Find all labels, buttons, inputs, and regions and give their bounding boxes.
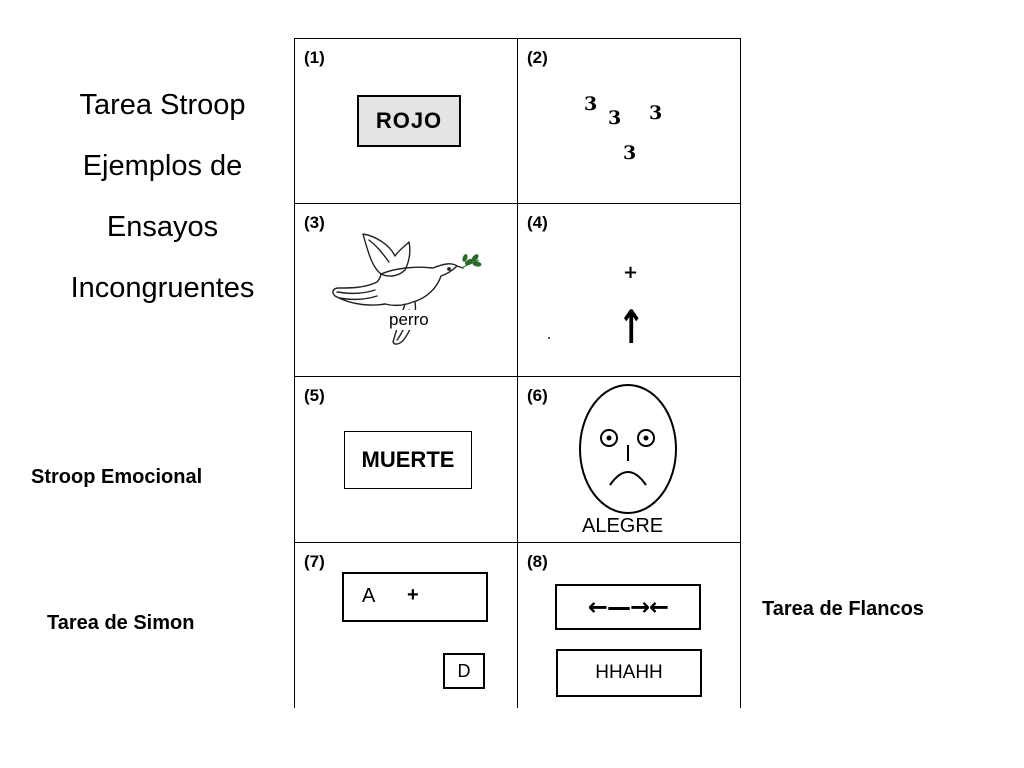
title-line-4: Incongruentes bbox=[70, 272, 255, 304]
cell-4: (4) + ↑ bbox=[518, 204, 740, 376]
cell-number: (8) bbox=[527, 552, 548, 571]
cell-number: (5) bbox=[304, 386, 325, 405]
flanker-arrows-box: ←—→← bbox=[555, 584, 701, 630]
cell-number: (6) bbox=[527, 386, 548, 405]
title-line-1: Tarea Stroop bbox=[79, 89, 246, 121]
stimulus-letter: A bbox=[362, 585, 376, 607]
digit: 3 bbox=[623, 142, 637, 164]
digit: 3 bbox=[584, 93, 598, 115]
title-line-3: Ensayos bbox=[106, 211, 219, 243]
slide-title: Tarea Stroop Ejemplos de Ensayos Incongr… bbox=[40, 75, 285, 319]
grid-divider-vertical bbox=[517, 39, 518, 708]
label-stroop-emocional: Stroop Emocional bbox=[31, 466, 203, 488]
label-tarea-simon: Tarea de Simon bbox=[47, 612, 195, 634]
label-tarea-flancos: Tarea de Flancos bbox=[762, 598, 924, 620]
stroop-word-box: ROJO bbox=[357, 95, 461, 147]
grid-divider-row-3 bbox=[295, 542, 740, 543]
cell-number: (7) bbox=[304, 552, 325, 571]
cell-1: (1) ROJO bbox=[295, 39, 517, 203]
fixation-cross: + bbox=[407, 584, 419, 606]
cell-number: (4) bbox=[527, 213, 548, 232]
fixation-cross: + bbox=[623, 262, 639, 283]
sad-face-icon bbox=[579, 384, 677, 514]
simon-stimulus-box: A + bbox=[342, 572, 488, 622]
cell-7: (7) A + D bbox=[295, 543, 517, 709]
title-line-2: Ejemplos de bbox=[82, 150, 243, 182]
grid-divider-row-1 bbox=[295, 203, 740, 204]
flanker-letters-box: HHAHH bbox=[556, 649, 702, 697]
dove-icon bbox=[332, 233, 482, 345]
cell-number: (3) bbox=[304, 213, 325, 232]
emotional-word: ALEGRE bbox=[582, 515, 664, 537]
cell-number: (2) bbox=[527, 48, 548, 67]
grid-divider-row-2 bbox=[295, 376, 740, 377]
cell-6: (6) ALEGRE bbox=[518, 377, 740, 542]
dot-mark bbox=[548, 337, 550, 339]
stroop-word: perro bbox=[387, 310, 431, 330]
cell-5: (5) MUERTE bbox=[295, 377, 517, 542]
trials-grid: (1) ROJO (2) 3 3 3 3 (3) bbox=[294, 38, 741, 708]
arrow-up-icon: ↑ bbox=[617, 300, 645, 354]
cell-2: (2) 3 3 3 3 bbox=[518, 39, 740, 203]
digit: 3 bbox=[608, 107, 622, 129]
cell-8: (8) ←—→← HHAHH bbox=[518, 543, 740, 709]
cell-number: (1) bbox=[304, 48, 325, 67]
emotional-word-box: MUERTE bbox=[344, 431, 472, 489]
cell-3: (3) bbox=[295, 204, 517, 376]
simon-target-box: D bbox=[443, 653, 485, 689]
digit: 3 bbox=[649, 102, 663, 124]
